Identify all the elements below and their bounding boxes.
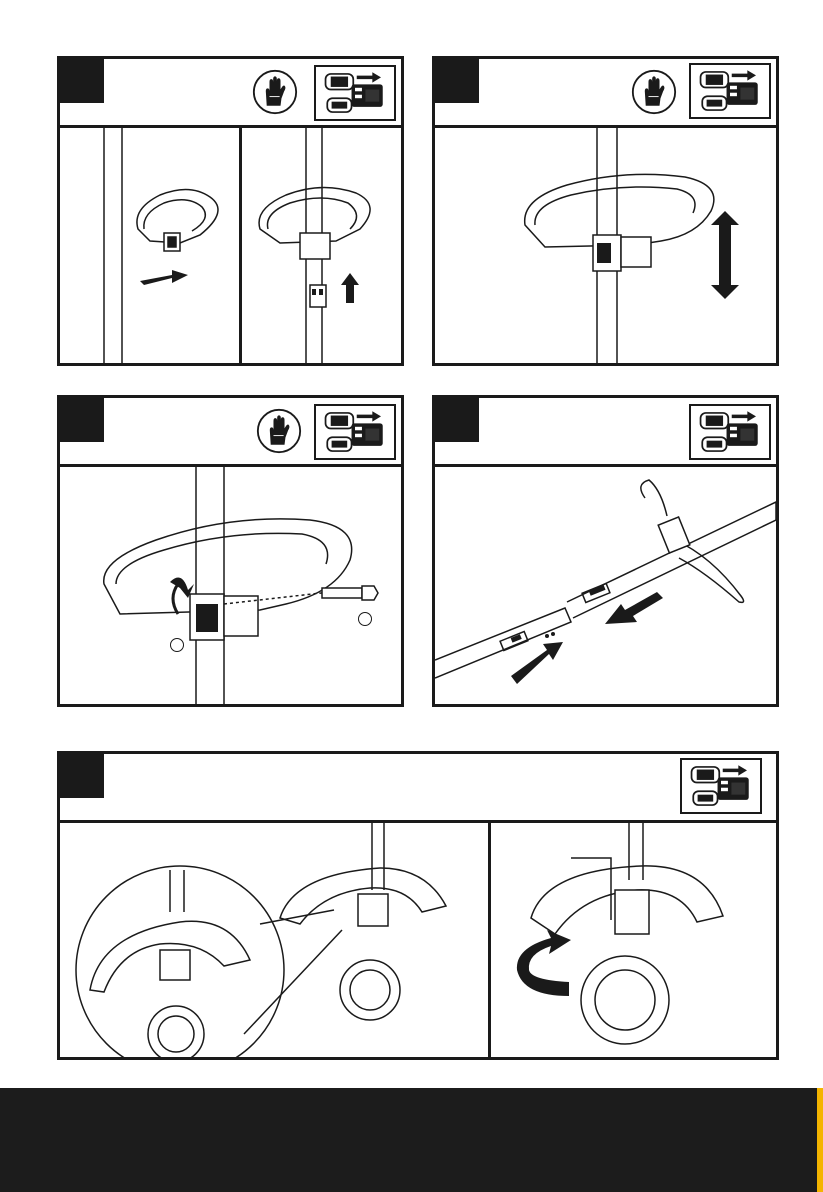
- glove-icon: [256, 408, 302, 454]
- panel-header: [435, 59, 776, 128]
- glove-icon: [631, 69, 677, 115]
- panel-header: [60, 59, 401, 128]
- step-number-box: [60, 398, 104, 442]
- shaft-connect-illustration: [435, 464, 776, 704]
- battery-removed-icon: [314, 404, 396, 460]
- glove-icon: [252, 69, 298, 115]
- battery-removed-icon: [314, 65, 396, 121]
- step-number-box: [60, 59, 104, 103]
- battery-removed-icon: [689, 63, 771, 119]
- callout-circle: [358, 612, 372, 626]
- panel-header: [435, 398, 776, 467]
- battery-removed-icon: [680, 758, 762, 814]
- step-panel-shaft-connect: [432, 395, 779, 707]
- belt-attach-illustration: [60, 125, 401, 363]
- step-panel-belt-bolt: [57, 395, 404, 707]
- belt-bolt-illustration: [60, 464, 401, 704]
- step-number-box: [435, 398, 479, 442]
- guard-fit-illustration-left: [60, 820, 488, 1057]
- step-panel-guard-fit: [57, 751, 779, 1060]
- panel-header: [60, 398, 401, 467]
- step-panel-belt-attach: [57, 56, 404, 366]
- panel-header: [60, 754, 776, 823]
- guard-fit-illustration-right: [491, 820, 776, 1057]
- footer-band: [0, 1088, 823, 1192]
- step-number-box: [60, 754, 104, 798]
- battery-removed-icon: [689, 404, 771, 460]
- belt-adjust-illustration: [435, 125, 776, 363]
- step-number-box: [435, 59, 479, 103]
- footer-accent-stripe: [817, 1088, 823, 1192]
- callout-circle: [170, 638, 184, 652]
- step-panel-belt-adjust: [432, 56, 779, 366]
